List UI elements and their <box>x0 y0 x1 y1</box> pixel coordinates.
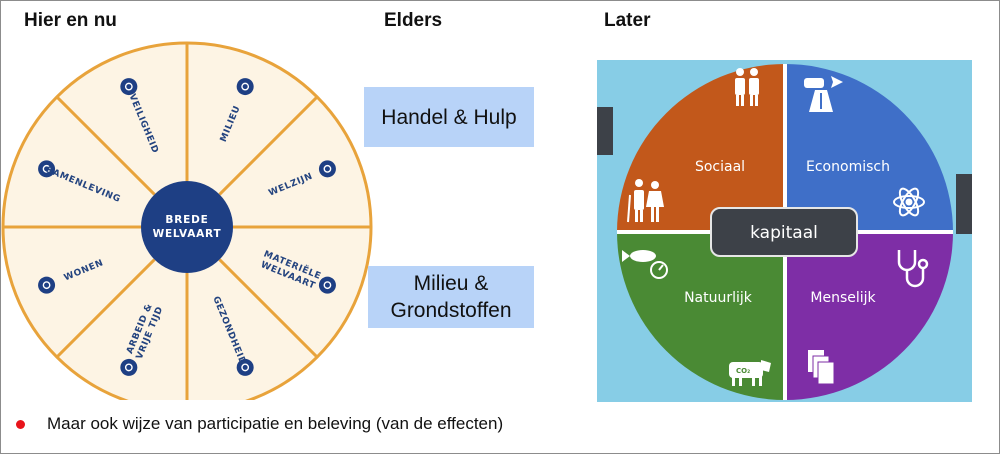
family-icon <box>38 160 56 178</box>
heading-later: Later <box>604 10 651 31</box>
stethoscope-icon <box>897 250 929 288</box>
heart-pulse-icon <box>236 358 254 376</box>
shield-icon <box>120 78 138 96</box>
cow-co2-icon <box>729 360 771 386</box>
kapitaal-label: kapitaal <box>750 223 818 243</box>
heading-elsewhere: Elders <box>384 10 443 31</box>
quadrant-label: Economisch <box>806 159 890 175</box>
quadrant-label: Menselijk <box>810 290 876 306</box>
briefcase-icon <box>120 358 138 376</box>
bullet-dot <box>16 419 25 429</box>
wheel-divider <box>55 95 156 196</box>
piggy-bank-icon <box>318 276 336 294</box>
wheel-center-circle <box>141 181 233 273</box>
train-plane-icon <box>804 76 843 112</box>
wheel-divider <box>55 258 156 359</box>
trade-aid-box: Handel & Hulp <box>364 87 534 147</box>
heading-here-now: Hier en nu <box>24 10 117 31</box>
people-group-icon <box>318 160 336 178</box>
house-icon <box>38 276 56 294</box>
capital-side-tab <box>956 174 972 234</box>
couple-icon <box>735 68 759 106</box>
wind-turbine-icon <box>236 78 254 96</box>
capital-side-tab <box>597 107 613 155</box>
quadrant-label: Natuurlijk <box>684 290 753 306</box>
atom-icon <box>893 187 925 217</box>
quadrant-label: Sociaal <box>695 159 745 175</box>
elderly-couple-icon <box>627 179 664 223</box>
wheel-divider <box>218 95 319 196</box>
note-text: Maar ook wijze van participatie en belev… <box>47 414 504 433</box>
bullet-note: Maar ook wijze van participatie en belev… <box>16 414 503 434</box>
quadrant-natuurlijk <box>617 232 785 400</box>
environment-resources-box: Milieu & Grondstoffen <box>368 266 534 328</box>
fish-gauge-icon <box>622 250 668 279</box>
wheel-divider <box>218 258 319 359</box>
kapitaal-label-box <box>710 207 858 257</box>
books-icon <box>808 350 835 385</box>
co2-label: CO₂ <box>736 367 750 375</box>
